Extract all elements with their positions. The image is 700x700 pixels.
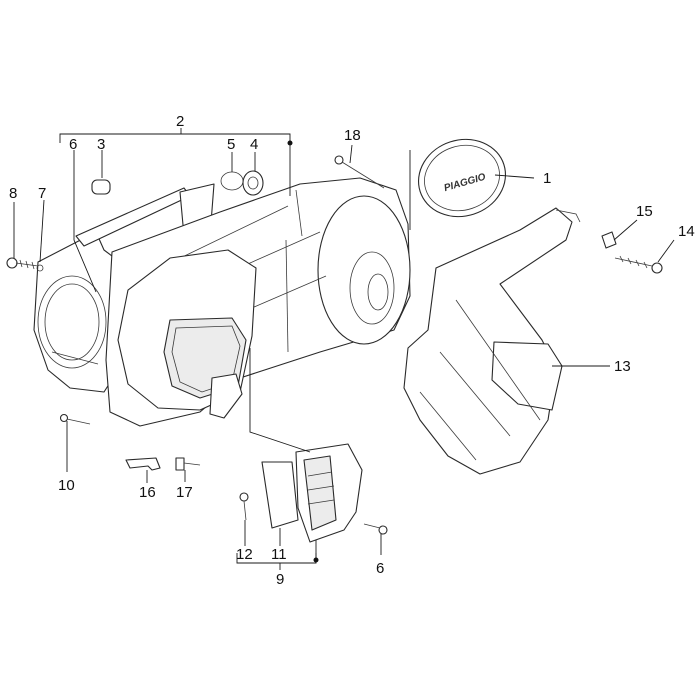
callout-15: 15 [636,203,653,220]
plug-cap [91,179,111,195]
callout-9: 9 [276,571,284,588]
leader-lines [13,128,675,570]
callout-3: 3 [97,136,105,153]
screw-10 [59,413,91,425]
screw-14 [614,255,663,274]
callout-13: 13 [614,358,631,375]
bolt-17 [175,457,201,471]
bearing [242,170,264,196]
callout-labels: 1 2 3 4 5 6 6 7 8 9 10 11 12 13 14 15 16… [9,113,695,588]
callout-5: 5 [227,136,235,153]
callout-7: 7 [38,185,46,202]
outer-cover [403,207,581,475]
screw-12 [239,492,249,521]
logo-cover: PIAGGIO [417,138,507,218]
air-intake-housing [117,249,257,419]
callout-10: 10 [58,477,75,494]
callout-1: 1 [543,170,551,187]
screw-18 [334,155,385,189]
screw-8 [6,257,39,270]
callout-16: 16 [139,484,156,501]
callout-8: 8 [9,185,17,202]
callout-18: 18 [344,127,361,144]
callout-6-upper: 6 [69,136,77,153]
small-bracket [125,457,161,471]
callout-2: 2 [176,113,184,130]
screw-6-lower [363,523,388,535]
callout-17: 17 [176,484,193,501]
callout-11: 11 [271,546,287,563]
duct-plate [261,461,299,529]
callout-4: 4 [250,136,258,153]
air-duct [295,443,363,543]
clip-nut [601,231,617,249]
circlip [220,171,244,191]
callout-12: 12 [236,546,253,563]
callout-14: 14 [678,223,695,240]
callout-6-lower: 6 [376,560,384,577]
